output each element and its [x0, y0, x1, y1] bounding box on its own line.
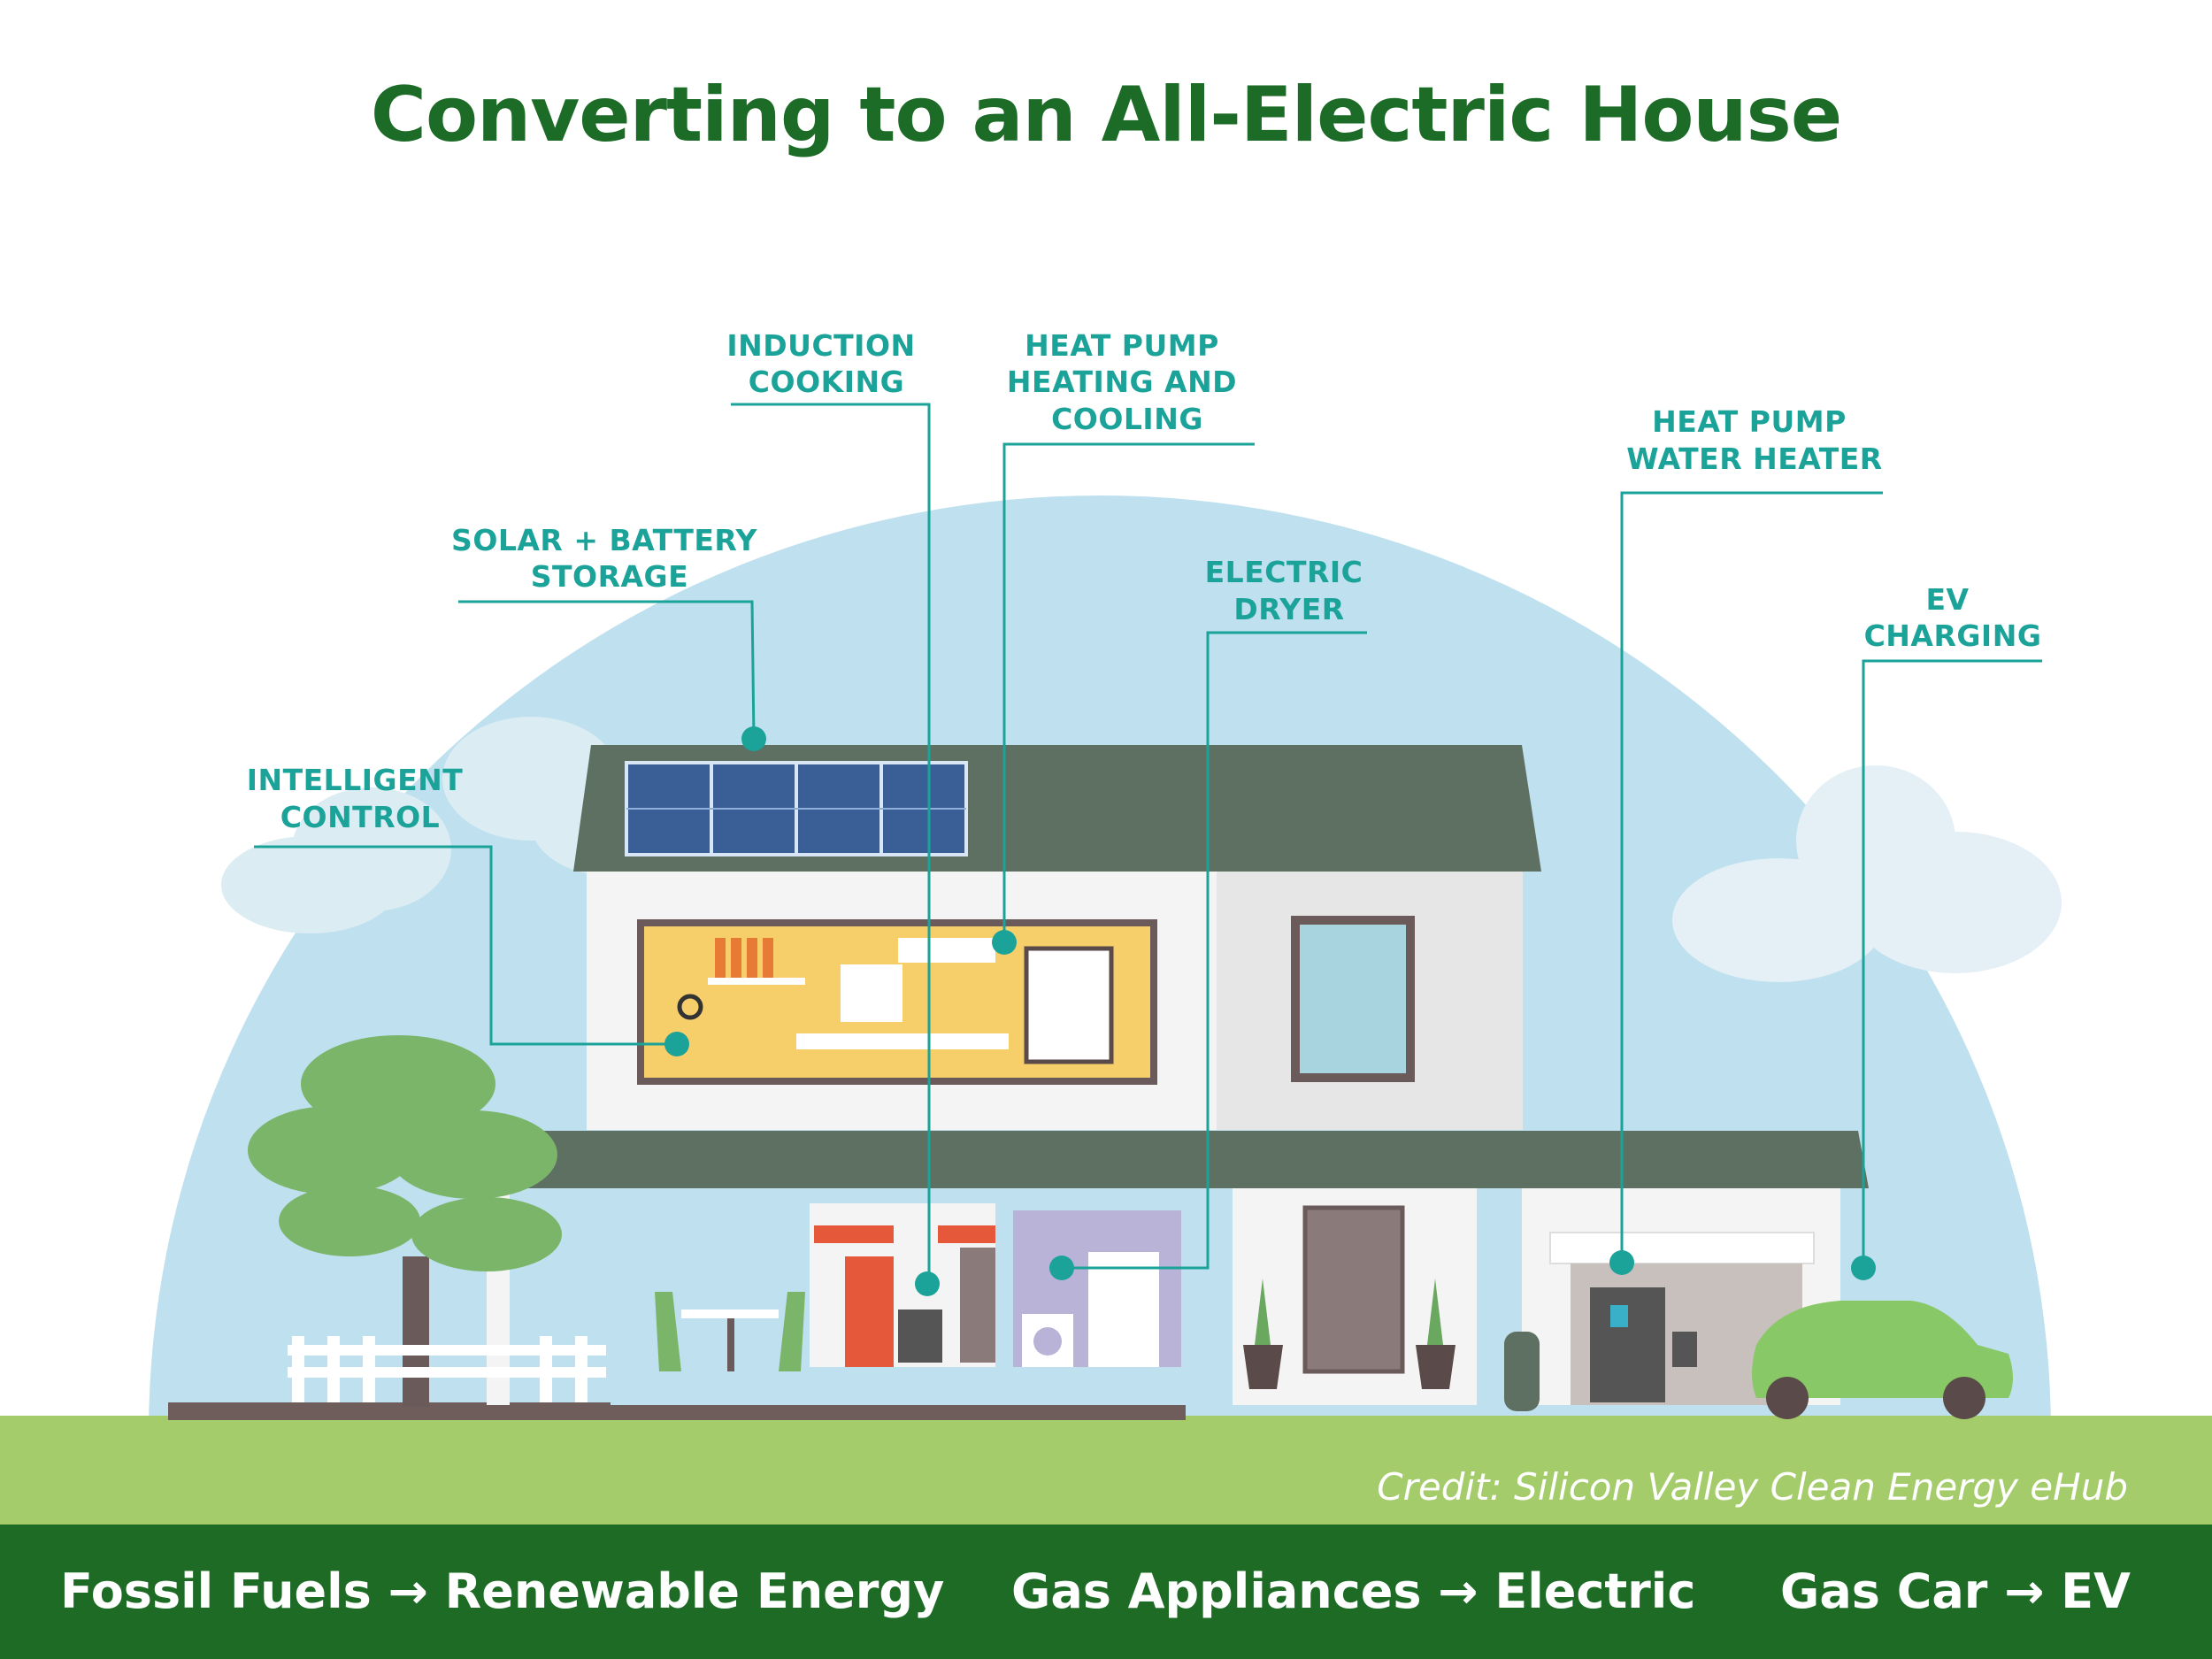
lawn [0, 1416, 2212, 1525]
plant-left-icon [1243, 1279, 1283, 1389]
leader-lines [254, 403, 2042, 1283]
footer-bar: Fossil Fuels → Renewable Energy Gas Appl… [0, 1525, 2212, 1659]
fence [288, 1336, 606, 1402]
footer-gas-to-electric: Gas Appliances → Electric [1011, 1563, 1696, 1619]
lower-roof [454, 1131, 1869, 1188]
water-heater-unit [1590, 1287, 1665, 1402]
callout-heat-pump-hvac: HEAT PUMP HEATING AND COOLING [1007, 328, 1248, 436]
upper-right-window [1291, 916, 1415, 1082]
callout-solar-battery: SOLAR + BATTERY STORAGE [451, 523, 768, 594]
tree-icon [248, 1035, 562, 1407]
cloud-right [1672, 765, 2062, 982]
page-title: Converting to an All-Electric House [370, 71, 1842, 159]
callout-intelligent-control: INTELLIGENT CONTROL [247, 763, 474, 834]
electric-car-icon [1752, 1301, 2013, 1419]
front-door [1302, 1205, 1405, 1374]
image-credit: Credit: Silicon Valley Clean Energy eHub [1377, 1465, 2128, 1509]
footer-gas-car-to-ev: Gas Car → EV [1780, 1563, 2131, 1619]
footer-fossil-to-renewable: Fossil Fuels → Renewable Energy [60, 1563, 945, 1619]
plant-right-icon [1416, 1279, 1455, 1389]
callout-dots [664, 726, 1876, 1296]
ev-charger [1672, 1332, 1697, 1367]
callout-ev-charging: EV CHARGING [1864, 582, 2042, 653]
callout-induction-cooking: INDUCTION COOKING [726, 328, 926, 399]
solar-panels [625, 761, 968, 856]
callout-electric-dryer: ELECTRIC DRYER [1205, 555, 1374, 626]
callout-heat-pump-water-heater: HEAT PUMP WATER HEATER [1626, 404, 1882, 476]
